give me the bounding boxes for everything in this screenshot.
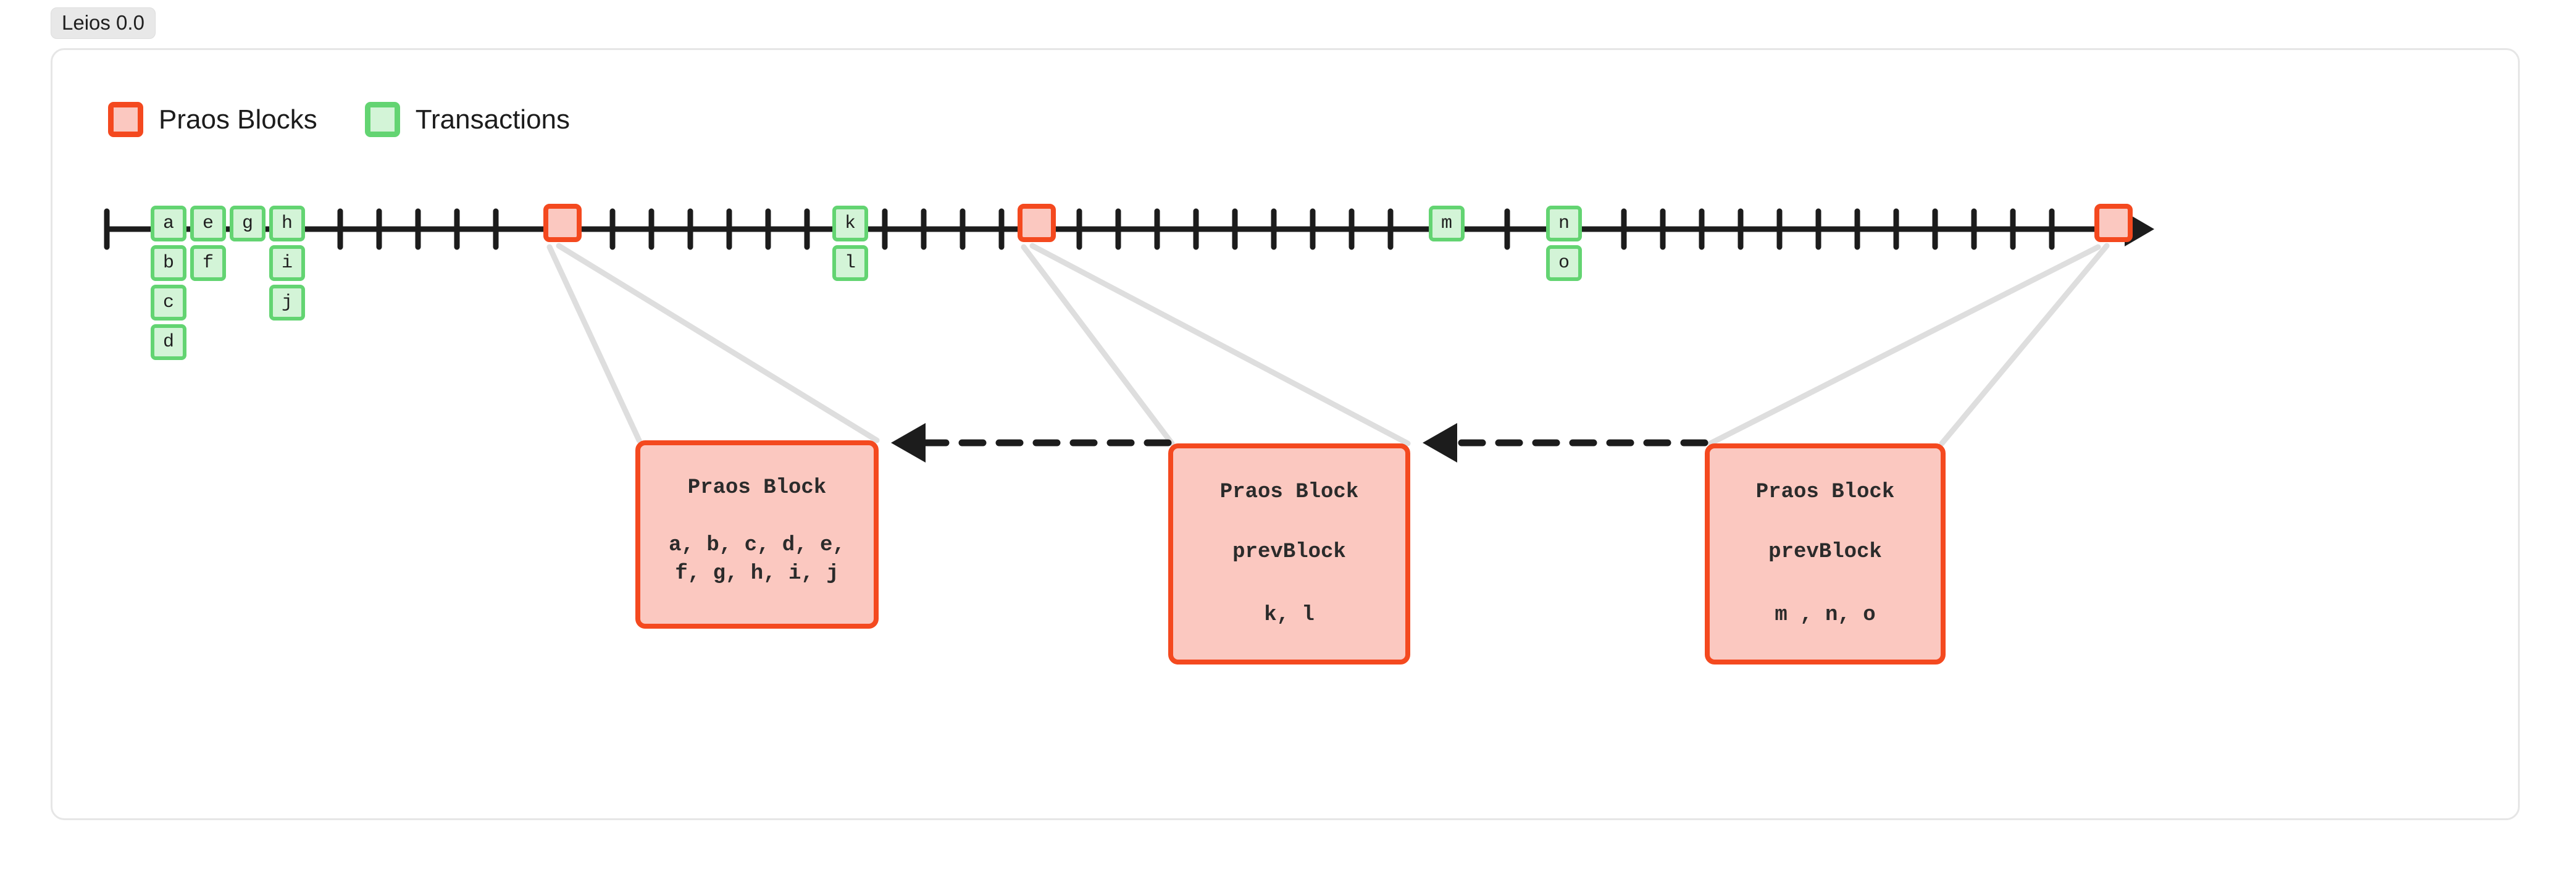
legend-label-praos: Praos Blocks xyxy=(159,104,317,135)
diagram-card xyxy=(51,48,2520,820)
legend-item-praos-blocks[interactable]: Praos Blocks xyxy=(108,102,317,137)
legend: Praos Blocks Transactions xyxy=(108,102,570,137)
transaction-box-n[interactable]: n xyxy=(1546,206,1582,241)
praos-block-2[interactable]: Praos Block prevBlock k, l xyxy=(1168,443,1410,664)
praos-block-2-title: Praos Block xyxy=(1219,480,1359,504)
transactions-swatch-icon xyxy=(364,102,400,137)
transaction-box-f[interactable]: f xyxy=(190,245,226,281)
transaction-box-a[interactable]: a xyxy=(151,206,186,241)
transaction-box-k[interactable]: k xyxy=(832,206,868,241)
transaction-box-j[interactable]: j xyxy=(269,285,305,321)
praos-block-3[interactable]: Praos Block prevBlock m , n, o xyxy=(1705,443,1946,664)
praos-block-2-prev-block: prevBlock xyxy=(1232,540,1346,564)
praos-block-1[interactable]: Praos Block a, b, c, d, e, f, g, h, i, j xyxy=(635,440,879,629)
transaction-box-l[interactable]: l xyxy=(832,245,868,281)
transaction-box-c[interactable]: c xyxy=(151,285,186,321)
praos-block-3-title: Praos Block xyxy=(1755,480,1895,504)
transaction-box-g[interactable]: g xyxy=(230,206,266,241)
legend-label-transactions: Transactions xyxy=(415,104,571,135)
transaction-box-d[interactable]: d xyxy=(151,324,186,360)
version-tag[interactable]: Leios 0.0 xyxy=(51,7,156,39)
praos-block-3-transactions: m , n, o xyxy=(1775,603,1876,627)
praos-block-3-prev-block: prevBlock xyxy=(1768,540,1882,564)
praos-block-2-transactions: k, l xyxy=(1264,603,1315,627)
transaction-box-e[interactable]: e xyxy=(190,206,226,241)
transaction-box-o[interactable]: o xyxy=(1546,245,1582,281)
praos-marker-3[interactable] xyxy=(2094,204,2133,242)
praos-marker-1[interactable] xyxy=(543,204,582,242)
transaction-box-m[interactable]: m xyxy=(1429,206,1465,241)
praos-block-1-transactions: a, b, c, d, e, f, g, h, i, j xyxy=(669,534,845,585)
transaction-box-b[interactable]: b xyxy=(151,245,186,281)
transaction-box-i[interactable]: i xyxy=(269,245,305,281)
praos-marker-2[interactable] xyxy=(1018,204,1056,242)
legend-item-transactions[interactable]: Transactions xyxy=(364,102,571,137)
praos-block-1-title: Praos Block xyxy=(687,476,827,500)
transaction-box-h[interactable]: h xyxy=(269,206,305,241)
praos-swatch-icon xyxy=(108,102,143,137)
